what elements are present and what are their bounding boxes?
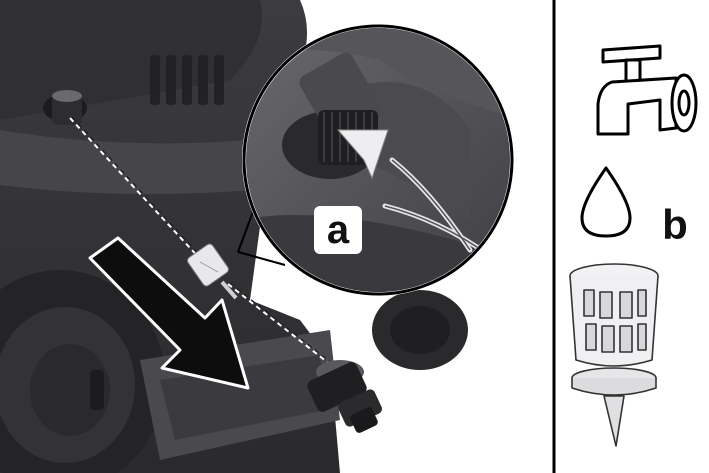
vent-slots [150,55,224,105]
hose-connector-icon [307,360,382,433]
water-tap-icon [596,44,698,136]
water-inlet-port [43,90,87,125]
water-drop-icon [580,166,632,238]
filter-insert [187,243,238,300]
wheel [0,270,165,473]
rear-wheel [372,290,468,370]
water-filter-icon [569,263,659,447]
panel-label-b: b [662,201,688,248]
machine-illustration [0,0,514,473]
direction-arrow-icon [88,236,250,390]
panel-label-a: a [314,206,362,254]
